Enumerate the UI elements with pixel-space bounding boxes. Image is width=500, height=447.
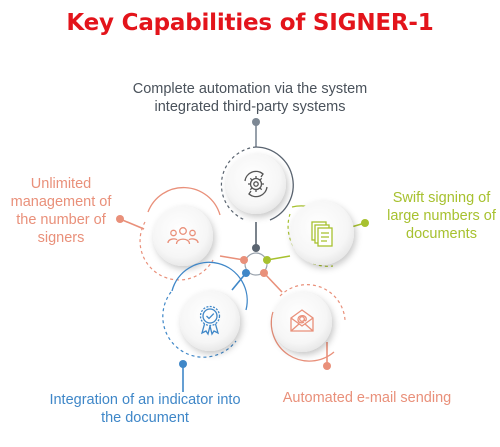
node-email-arc-dashed bbox=[279, 284, 346, 321]
node-swift-signing bbox=[287, 201, 369, 267]
connector-right-dot bbox=[361, 219, 369, 227]
node-email bbox=[270, 284, 346, 370]
node-email-disk bbox=[272, 292, 332, 352]
node-indicator-arc-solid bbox=[171, 261, 248, 311]
node-signers-arc-solid bbox=[147, 186, 221, 216]
capability-label-email: Automated e-mail sending bbox=[282, 390, 452, 406]
email-envelope-icon bbox=[290, 309, 314, 332]
node-signers-disk bbox=[153, 206, 213, 266]
connector-left-dot bbox=[116, 215, 124, 223]
node-automation-arc-dashed bbox=[220, 146, 257, 221]
connector-top-dot bbox=[252, 118, 260, 126]
badge-check-icon bbox=[199, 305, 221, 336]
connector-left-line bbox=[119, 218, 145, 230]
hub-dot-right bbox=[263, 256, 271, 264]
capability-label-signers: Unlimited management of the number of si… bbox=[10, 176, 112, 246]
hub-dot-left bbox=[240, 256, 248, 264]
center-hub bbox=[219, 222, 291, 293]
node-indicator-disk bbox=[180, 291, 240, 351]
node-signers-arc-dashed bbox=[139, 221, 214, 281]
node-automation-arc-solid bbox=[255, 146, 294, 221]
node-email-arc-solid bbox=[270, 311, 335, 362]
node-signers bbox=[116, 186, 221, 281]
capability-label-automation: Complete automation via the system integ… bbox=[132, 81, 368, 115]
gear-cycle-icon bbox=[244, 170, 268, 198]
hub-dot-bottom-right bbox=[260, 269, 268, 277]
capability-label-indicator: Integration of an indicator into the doc… bbox=[49, 392, 241, 426]
people-group-icon bbox=[167, 227, 199, 245]
hub-dot-top bbox=[252, 244, 260, 252]
node-automation bbox=[220, 118, 294, 221]
node-indicator-arc-dashed bbox=[162, 291, 237, 358]
hub-dot-bottom-left bbox=[242, 269, 250, 277]
hub-spoke-left bbox=[219, 255, 245, 261]
node-automation-disk bbox=[226, 154, 286, 214]
capability-label-swift-signing: Swift signing of large numbers of docume… bbox=[387, 190, 496, 242]
connector-bottom-left-dot bbox=[179, 360, 187, 368]
node-indicator bbox=[162, 261, 248, 392]
page-title: Key Capabilities of SIGNER-1 bbox=[66, 10, 434, 36]
connector-bottom-right-dot bbox=[323, 362, 331, 370]
documents-stack-icon bbox=[311, 221, 333, 247]
hub-spoke-bottom-right bbox=[263, 272, 283, 293]
